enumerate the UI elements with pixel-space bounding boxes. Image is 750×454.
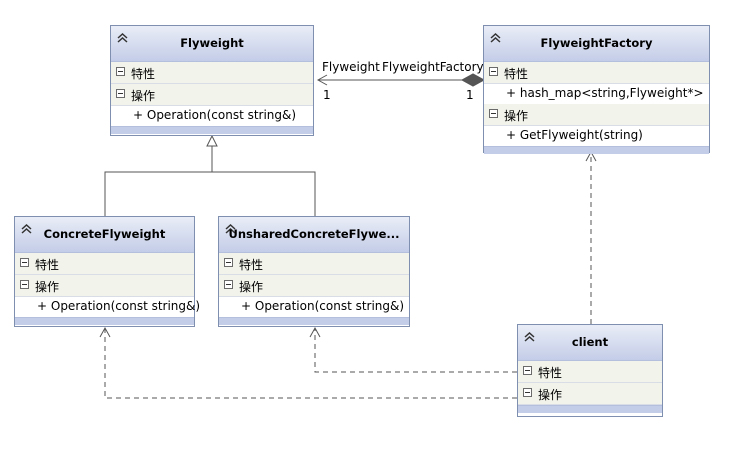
operations-section[interactable]: 操作	[15, 275, 194, 297]
collapse-minus-icon[interactable]	[523, 388, 532, 397]
assoc-mult-left: 1	[323, 88, 331, 102]
class-footer	[518, 405, 662, 413]
class-header[interactable]: client	[518, 325, 662, 361]
assoc-role-left: Flyweight	[322, 60, 380, 74]
class-title: client	[571, 335, 609, 349]
aggregation-connector	[316, 73, 486, 87]
collapse-minus-icon[interactable]	[116, 89, 125, 98]
class-title: Flyweight	[180, 36, 244, 50]
collapse-chevron-icon[interactable]	[116, 31, 129, 44]
dependency-client-concrete	[99, 326, 517, 399]
class-client[interactable]: client 特性 操作	[517, 324, 663, 417]
operations-section[interactable]: 操作	[219, 275, 409, 297]
assoc-mult-right: 1	[466, 88, 474, 102]
collapse-minus-icon[interactable]	[523, 366, 532, 375]
class-footer	[484, 146, 709, 154]
assoc-role-right: FlyweightFactory	[382, 60, 484, 74]
class-footer	[219, 317, 409, 325]
collapse-chevron-icon[interactable]	[224, 222, 237, 235]
collapse-chevron-icon[interactable]	[489, 31, 502, 44]
class-header[interactable]: UnsharedConcreteFlywe...	[219, 217, 409, 253]
class-flyweight-factory[interactable]: FlyweightFactory 特性 + hash_map<string,Fl…	[483, 25, 710, 154]
operations-section[interactable]: 操作	[518, 383, 662, 405]
attributes-section[interactable]: 特性	[111, 62, 313, 84]
class-header[interactable]: ConcreteFlyweight	[15, 217, 194, 253]
class-footer	[111, 126, 313, 134]
class-unshared-concrete-flyweight[interactable]: UnsharedConcreteFlywe... 特性 操作 + Operati…	[218, 216, 410, 327]
attributes-section[interactable]: 特性	[518, 361, 662, 383]
collapse-minus-icon[interactable]	[489, 109, 498, 118]
generalization-connector	[104, 134, 316, 216]
class-header[interactable]: FlyweightFactory	[484, 26, 709, 62]
class-header[interactable]: Flyweight	[111, 26, 313, 62]
operation-item[interactable]: + Operation(const string&)	[111, 106, 313, 126]
class-concrete-flyweight[interactable]: ConcreteFlyweight 特性 操作 + Operation(cons…	[14, 216, 200, 327]
operations-section[interactable]: 操作	[111, 84, 313, 106]
attribute-item[interactable]: + hash_map<string,Flyweight*>	[484, 84, 709, 104]
class-title: UnsharedConcreteFlywe...	[228, 227, 400, 241]
class-title: FlyweightFactory	[540, 36, 653, 50]
attributes-section[interactable]: 特性	[484, 62, 709, 84]
collapse-minus-icon[interactable]	[224, 280, 233, 289]
class-flyweight[interactable]: Flyweight 特性 操作 + Operation(const string…	[110, 25, 314, 136]
collapse-minus-icon[interactable]	[224, 258, 233, 267]
collapse-minus-icon[interactable]	[116, 67, 125, 76]
operation-item[interactable]: + Operation(const string&)	[219, 297, 409, 317]
attributes-section[interactable]: 特性	[15, 253, 194, 275]
dependency-client-factory	[585, 150, 597, 324]
operation-item[interactable]: + Operation(const string&)	[15, 297, 200, 317]
collapse-minus-icon[interactable]	[20, 280, 29, 289]
operations-section[interactable]: 操作	[484, 104, 709, 126]
attributes-section[interactable]: 特性	[219, 253, 409, 275]
class-footer	[15, 317, 194, 325]
collapse-chevron-icon[interactable]	[20, 222, 33, 235]
operation-item[interactable]: + GetFlyweight(string)	[484, 126, 709, 146]
collapse-minus-icon[interactable]	[20, 258, 29, 267]
collapse-minus-icon[interactable]	[489, 67, 498, 76]
dependency-client-unshared	[309, 326, 517, 373]
collapse-chevron-icon[interactable]	[523, 330, 536, 343]
class-title: ConcreteFlyweight	[43, 227, 166, 241]
